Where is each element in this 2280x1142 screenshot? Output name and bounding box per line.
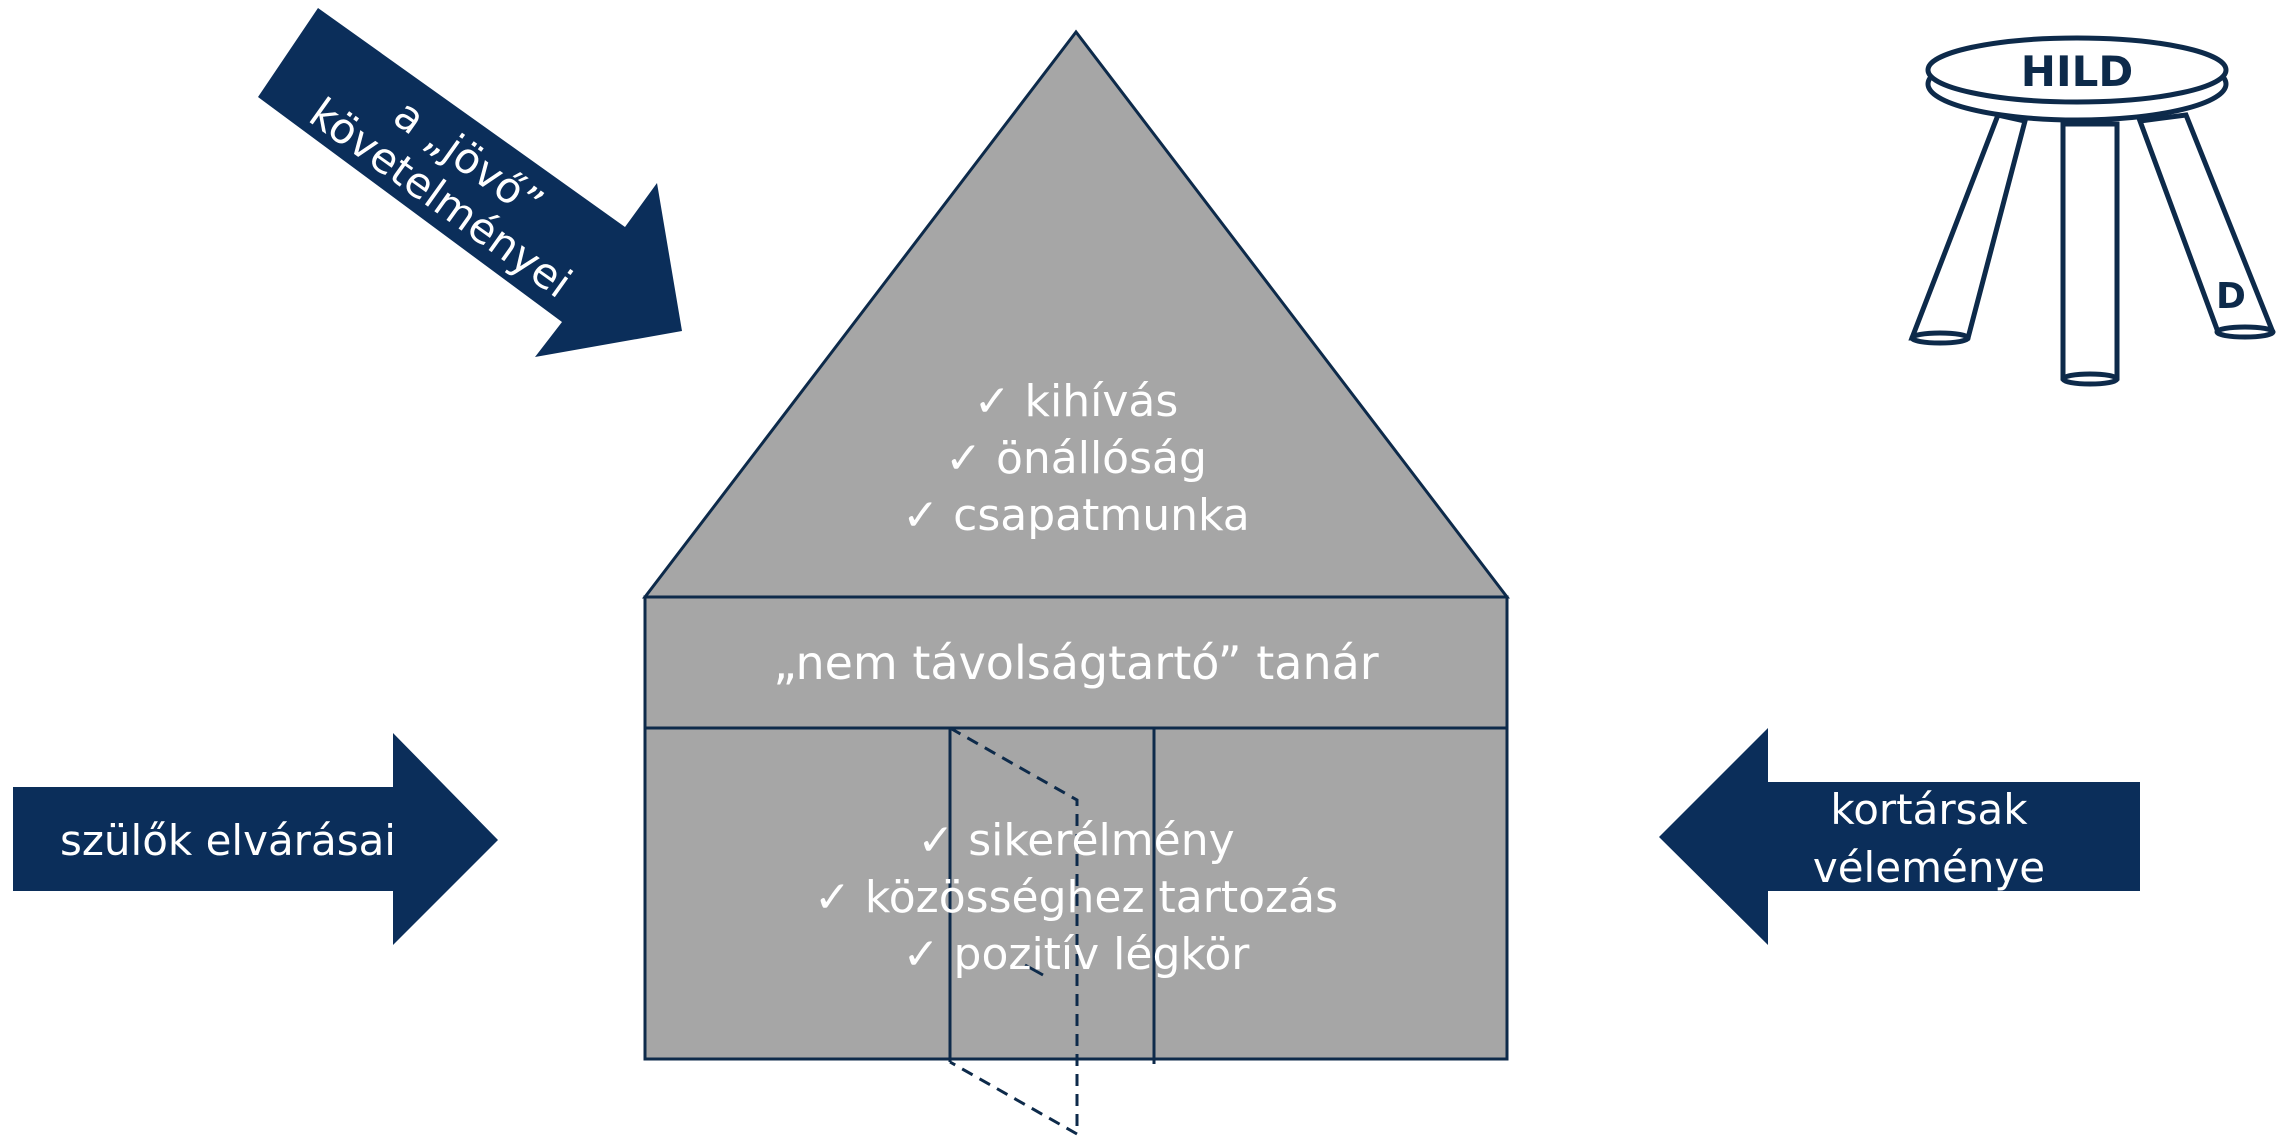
beam-text: „nem távolságtartó” tanár: [773, 636, 1379, 690]
arrow-peers-line1: kortársak: [1830, 785, 2028, 834]
arrow-future-requirements: a „jövő” követelményei: [258, 8, 682, 357]
stool-leg-text: D: [2216, 276, 2246, 317]
arrow-parents-expectations: szülők elvárásai: [13, 733, 498, 945]
stool-leg-left: [1908, 112, 2029, 341]
stool-seat-text: HILD: [2021, 47, 2133, 96]
arrow-peers-line2: véleménye: [1813, 843, 2045, 892]
arrow-peers-opinion: kortársak véleménye: [1659, 728, 2140, 945]
roof-item-1: ✓ kihívás: [974, 376, 1179, 427]
house-door: [948, 726, 1156, 1137]
stool-leg-right: [2136, 112, 2276, 335]
arrow-parents-shape: [13, 733, 498, 945]
base-item-2: ✓ közösséghez tartozás: [814, 872, 1338, 923]
arrow-parents-text: szülők elvárásai: [60, 816, 396, 865]
stool-leg-middle: [2060, 121, 2120, 381]
stool-seat-top: [1925, 35, 2229, 105]
roof-item-3: ✓ csapatmunka: [902, 490, 1249, 541]
hild-stool-logo: [1908, 35, 2276, 387]
arrow-future-shape: [258, 8, 682, 357]
arrow-peers-shape: [1659, 728, 2140, 945]
roof-item-2: ✓ önállóság: [945, 433, 1207, 484]
house-beam: [643, 595, 1509, 730]
base-item-1: ✓ sikerélmény: [917, 815, 1234, 866]
base-item-3: ✓ pozitív légkör: [903, 929, 1251, 980]
